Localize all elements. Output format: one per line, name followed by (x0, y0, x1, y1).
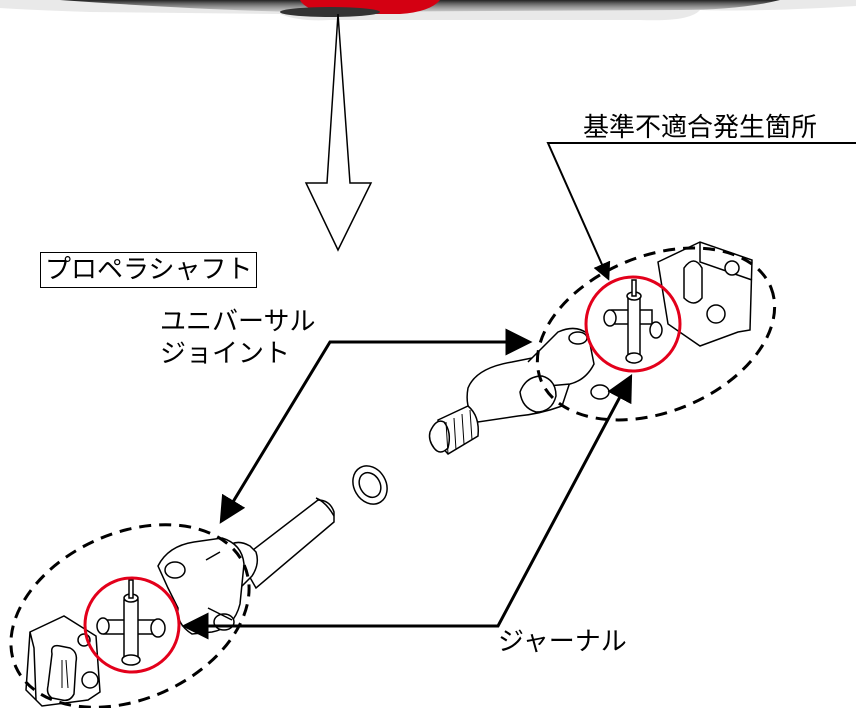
universal-joint-label-line1: ユニバーサル (160, 307, 316, 337)
direction-arrow (304, 13, 373, 252)
seal-ring (352, 465, 388, 505)
right-yoke-assembly (428, 241, 753, 455)
journal-label: ジャーナル (498, 627, 627, 657)
left-journal-highlight-circle (83, 576, 181, 674)
right-journal-highlight-circle (584, 275, 682, 373)
defect-location-label: 基準不適合発生箇所 (583, 113, 818, 143)
defect-leader-line (546, 142, 856, 281)
car-body-image (0, 0, 856, 21)
universal-joint-label-line2: ジョイント (160, 339, 291, 369)
journal-arrow (181, 374, 633, 640)
propeller-shaft-label: プロペラシャフト (40, 252, 258, 288)
